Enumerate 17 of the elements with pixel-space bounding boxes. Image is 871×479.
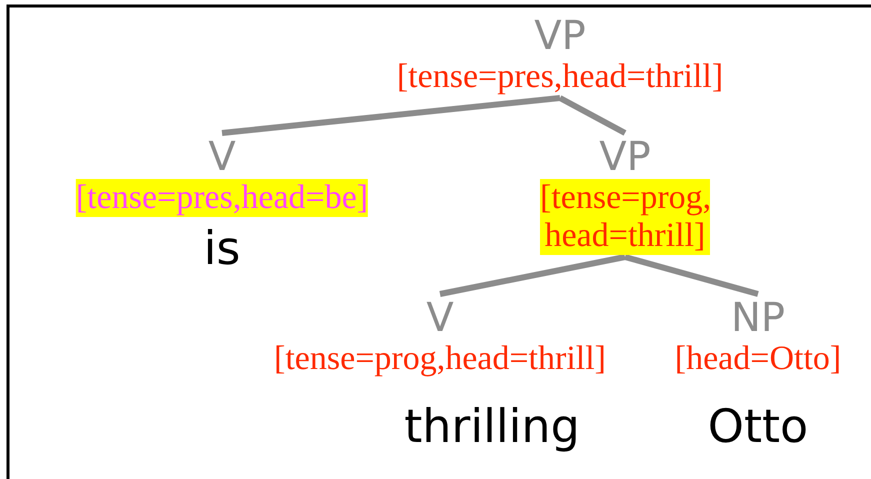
feature-label: [tense=pres,head=be] (76, 179, 368, 217)
feature-label: [tense=prog,head=thrill] (274, 340, 606, 378)
feature-label: [head=Otto] (674, 340, 842, 378)
word-label: thrilling (404, 400, 580, 452)
feature-label: [tense=prog, head=thrill] (540, 179, 710, 255)
category-label: NP (730, 296, 786, 340)
tree-branch (222, 95, 560, 136)
feature-label: [tense=pres,head=thrill] (396, 58, 724, 96)
category-label: VP (534, 14, 586, 58)
word-label: is (204, 222, 240, 274)
category-label: V (208, 135, 236, 179)
word-label: Otto (708, 400, 808, 452)
category-label: VP (599, 135, 651, 179)
tree-branch (439, 254, 626, 297)
category-label: V (426, 296, 454, 340)
tree-branch (624, 254, 759, 297)
tree-branch (558, 95, 626, 136)
